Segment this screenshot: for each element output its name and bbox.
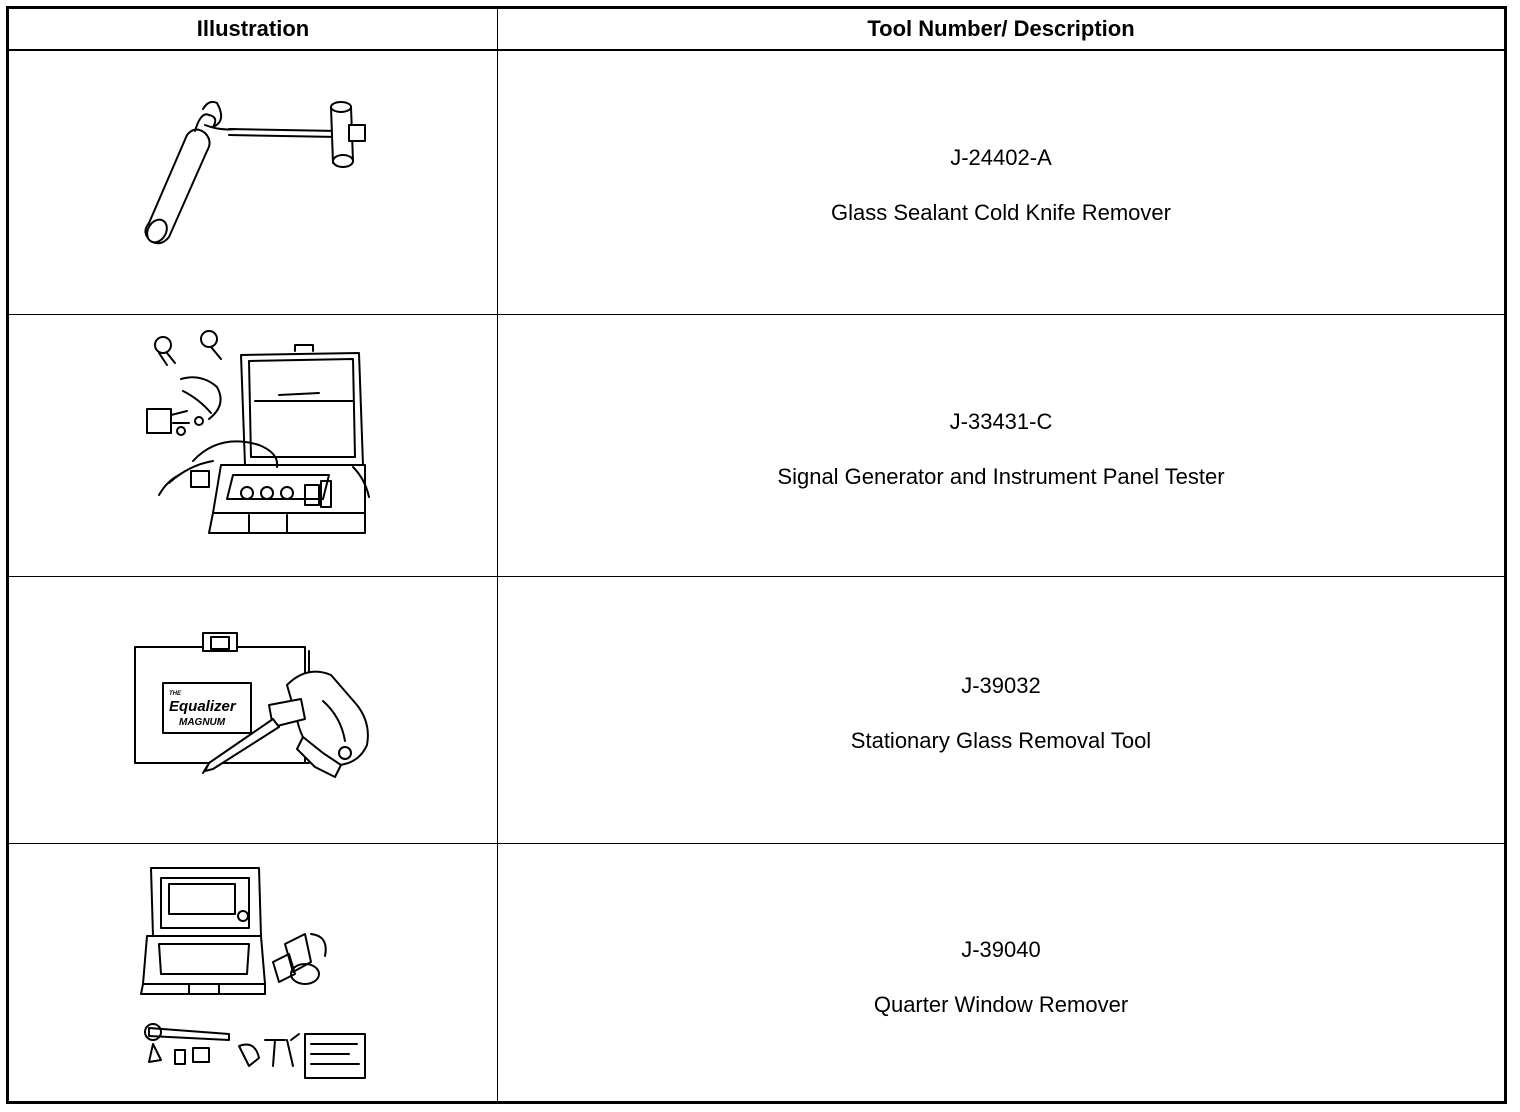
illustration-cell bbox=[9, 844, 497, 1104]
description-cell: J-33431-C Signal Generator and Instrumen… bbox=[498, 315, 1504, 576]
tool-description: Signal Generator and Instrument Panel Te… bbox=[777, 464, 1225, 489]
illustration-cell: THE Equalizer MAGNUM bbox=[9, 577, 497, 843]
tool-number: J-24402-A bbox=[950, 145, 1052, 170]
table-row: J-39040 Quarter Window Remover bbox=[9, 844, 1504, 1104]
tool-number: J-39032 bbox=[961, 673, 1041, 698]
cold-knife-illustration bbox=[144, 100, 366, 245]
tool-description: Stationary Glass Removal Tool bbox=[850, 728, 1152, 753]
table-row: THE Equalizer MAGNUM J-39032 Stationary … bbox=[9, 577, 1504, 844]
table-row: J-24402-A Glass Sealant Cold Knife Remov… bbox=[9, 51, 1504, 315]
description-cell: J-24402-A Glass Sealant Cold Knife Remov… bbox=[498, 51, 1504, 314]
tool-number: J-33431-C bbox=[949, 409, 1053, 434]
description-cell: J-39040 Quarter Window Remover bbox=[498, 844, 1504, 1104]
logo-the-text: THE bbox=[169, 691, 182, 697]
tool-description: Quarter Window Remover bbox=[873, 992, 1129, 1017]
glass-removal-tool-illustration: THE Equalizer MAGNUM bbox=[134, 632, 369, 778]
quarter-window-remover-illustration bbox=[140, 867, 366, 1079]
illustration-cell bbox=[9, 51, 497, 314]
illustration-cell bbox=[9, 315, 497, 576]
signal-generator-illustration bbox=[146, 330, 370, 534]
logo-equalizer-text: Equalizer bbox=[169, 698, 237, 715]
tool-number: J-39040 bbox=[961, 937, 1041, 962]
header-tool-description: Tool Number/ Description bbox=[867, 16, 1135, 41]
table-header-row: Illustration Tool Number/ Description bbox=[9, 9, 1504, 51]
description-cell: J-39032 Stationary Glass Removal Tool bbox=[498, 577, 1504, 843]
tool-description: Glass Sealant Cold Knife Remover bbox=[831, 200, 1171, 225]
logo-magnum-text: MAGNUM bbox=[179, 717, 226, 728]
table-row: J-33431-C Signal Generator and Instrumen… bbox=[9, 315, 1504, 577]
header-illustration: Illustration bbox=[196, 16, 310, 41]
special-tools-table: Illustration Tool Number/ Description bbox=[6, 6, 1507, 1104]
